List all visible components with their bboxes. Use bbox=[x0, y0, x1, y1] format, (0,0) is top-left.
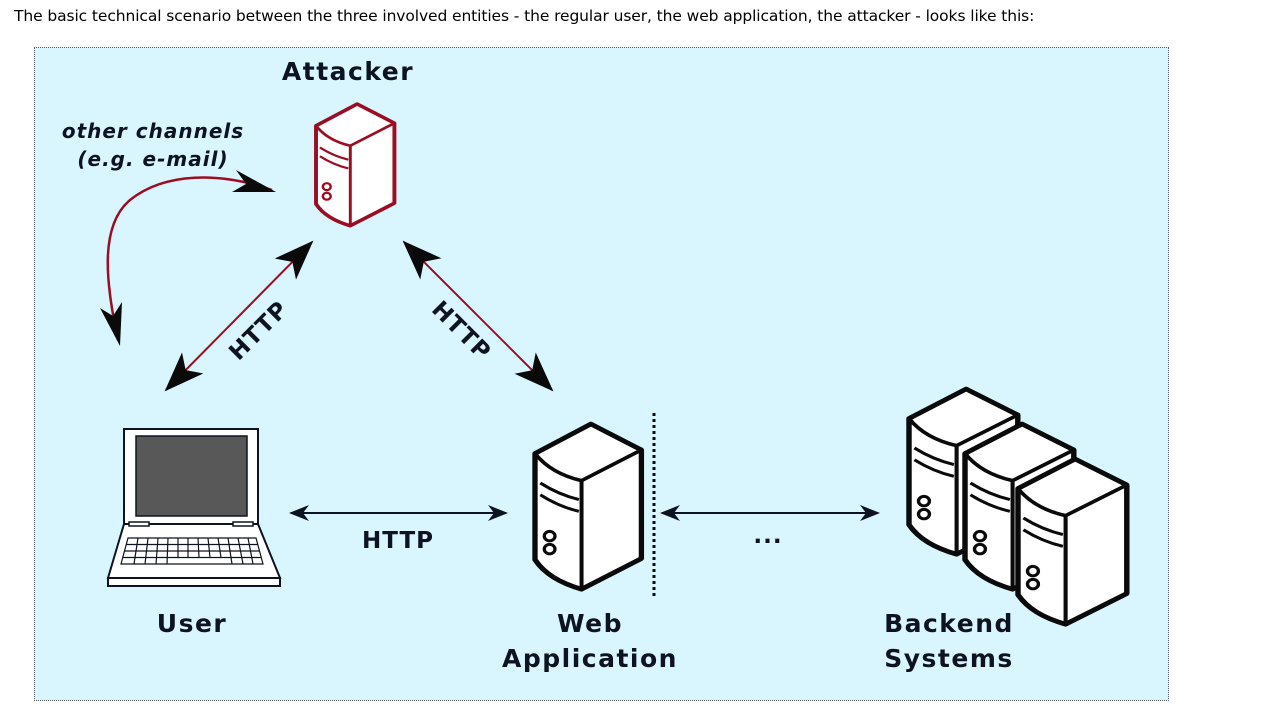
other-channels-arrowhead-user bbox=[100, 302, 122, 346]
webapp-label-line2: Application bbox=[502, 644, 678, 673]
other-channels-example-label: (e.g. e-mail) bbox=[77, 147, 228, 171]
attacker-label: Attacker bbox=[282, 57, 414, 86]
user-attacker-http-arrow bbox=[164, 240, 314, 392]
backend-server-cluster-icon bbox=[909, 389, 1127, 624]
user-label: User bbox=[157, 609, 227, 638]
user-attacker-http-label: HTTP bbox=[224, 296, 293, 365]
backend-server-3-icon bbox=[1018, 459, 1127, 624]
attacker-webapp-http-arrow bbox=[402, 240, 554, 392]
backend-label-line2: Systems bbox=[884, 644, 1014, 673]
other-channels-arrow bbox=[106, 176, 273, 341]
webapp-server-icon bbox=[535, 424, 641, 589]
user-laptop-icon bbox=[106, 428, 282, 587]
attacker-webapp-http-label: HTTP bbox=[426, 296, 495, 365]
other-channels-label: other channels bbox=[62, 119, 244, 143]
user-webapp-http-label: HTTP bbox=[362, 528, 434, 554]
webapp-label-line1: Web bbox=[557, 609, 623, 638]
backend-label-line1: Backend bbox=[884, 609, 1014, 638]
attacker-server-icon bbox=[314, 102, 397, 228]
intro-paragraph: The basic technical scenario between the… bbox=[14, 7, 1035, 25]
other-channels-arrowhead-attacker bbox=[232, 170, 276, 192]
webapp-backend-label: ... bbox=[753, 523, 782, 549]
